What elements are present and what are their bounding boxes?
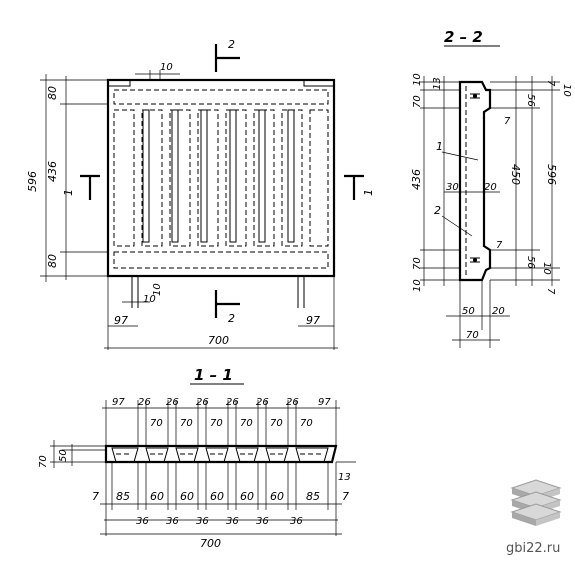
dim-plan-700: 700 (208, 334, 229, 347)
dim-s11-bottom-36-1: 36 (166, 516, 179, 527)
plan-ribs (113, 109, 329, 247)
section-mark-left-label: 1 (62, 189, 75, 196)
dim-s11-top-0: 97 (112, 397, 125, 408)
dim-s22-r-596: 596 (545, 164, 558, 185)
plan-bottom-band (113, 251, 329, 269)
dim-s22-r-450: 450 (509, 164, 522, 185)
dim-s22-r-10-bottom: 10 (541, 262, 552, 275)
dim-s11-top-5: 26 (256, 397, 269, 408)
dim-s22-b-50: 50 (462, 306, 475, 317)
dim-plan-bottom-10a: 10 (143, 294, 156, 305)
dim-s11-bottom-36-4: 36 (256, 516, 269, 527)
dim-s11-bottom-8: 7 (342, 490, 349, 503)
dim-s11-bottom-36-5: 36 (290, 516, 303, 527)
section-1-1-bottom-36: 36 36 36 36 36 36 (136, 516, 303, 527)
plan-outline (106, 78, 336, 278)
dim-plan-left-436: 436 (46, 161, 59, 182)
section-mark-bottom-label: 2 (228, 312, 235, 325)
dim-s11-inner-70-1: 70 (180, 418, 193, 429)
dim-s11-bottom-36-3: 36 (226, 516, 239, 527)
gbi-logo (510, 479, 562, 526)
dim-plan-left-80-bottom: 80 (46, 254, 59, 268)
dim-s22-r-7-bottom: 7 (545, 288, 556, 295)
callout-1: 1 (436, 140, 443, 153)
dim-s22-mid-30: 30 (446, 182, 459, 193)
dim-s22-r-10-top: 10 (561, 84, 572, 97)
section-1-1-bottom-dims: 7 85 60 60 60 60 60 85 7 (92, 490, 349, 503)
dim-s22-r-56-bottom: 56 (525, 256, 536, 269)
dim-s22-r-7-a: 7 (504, 116, 511, 127)
section-1-1-cells (111, 447, 329, 463)
dim-s11-bottom-36-2: 36 (196, 516, 209, 527)
section-mark-right (344, 174, 364, 200)
dim-s11-left-70: 70 (38, 455, 49, 468)
dim-s11-bottom-5: 60 (240, 490, 254, 503)
dim-s11-top-1: 26 (138, 397, 151, 408)
dim-s11-inner-70-5: 70 (300, 418, 313, 429)
dim-s11-top-2: 26 (166, 397, 179, 408)
section-1-1-slab (104, 444, 338, 464)
dim-s22-b-70: 70 (466, 330, 479, 341)
section-mark-top-label: 2 (228, 38, 235, 51)
dim-plan-bottom-97-left: 97 (114, 314, 128, 327)
plan-lug-left (131, 276, 139, 308)
dim-plan-bottom-97-right: 97 (306, 314, 320, 327)
callout-2: 2 (434, 204, 441, 217)
dim-plan-bottom-10b: 10 (152, 283, 163, 296)
dim-s22-l-70-bottom: 70 (412, 257, 423, 270)
plan-view: 10 80 436 596 80 1 1 2 2 10 10 97 97 700 (26, 38, 375, 350)
dim-s11-inner-70-0: 70 (150, 418, 163, 429)
dim-s11-bottom-4: 60 (210, 490, 224, 503)
dim-s22-l-10-bottom: 10 (412, 279, 423, 292)
dim-s11-top-7: 97 (318, 397, 331, 408)
plan-slots (142, 109, 295, 243)
dim-s11-inner-70-2: 70 (210, 418, 223, 429)
watermark: gbi22.ru (506, 541, 560, 556)
dim-s11-bottom-2: 60 (150, 490, 164, 503)
section-2-2: 2 – 2 10 13 70 436 70 10 7 10 56 7 450 5… (410, 28, 572, 348)
section-mark-bottom (214, 290, 240, 318)
plan-notch-left (108, 80, 131, 87)
section-2-2-profile (458, 80, 492, 282)
section-1-1: 1 – 1 97 26 26 26 26 26 26 97 70 70 70 70 70 70 70 5… (38, 366, 356, 550)
dim-s22-r-56-top: 56 (525, 94, 536, 107)
dim-s22-l-70-top: 70 (412, 95, 423, 108)
plan-notch-right (303, 80, 334, 87)
dim-s11-top-4: 26 (226, 397, 239, 408)
section-mark-top (214, 44, 240, 72)
dim-plan-top-10: 10 (160, 62, 173, 73)
dim-s11-bottom-0: 7 (92, 490, 99, 503)
plan-top-band (113, 89, 329, 105)
dim-s11-total-700: 700 (200, 537, 221, 550)
dim-s11-top-6: 26 (286, 397, 299, 408)
section-1-1-title: 1 – 1 (194, 366, 233, 384)
dim-s22-r-7-top: 7 (545, 80, 556, 87)
section-2-2-title: 2 – 2 (444, 28, 483, 46)
section-mark-left (80, 174, 100, 200)
dim-s22-b-20: 20 (492, 306, 505, 317)
dim-s22-mid-20: 20 (484, 182, 497, 193)
dim-plan-left-80-top: 80 (46, 86, 59, 100)
dim-s22-l-436: 436 (410, 169, 423, 190)
dim-s11-bottom-3: 60 (180, 490, 194, 503)
dim-s11-bottom-1: 85 (116, 490, 130, 503)
dim-s22-r-7-b: 7 (496, 240, 503, 251)
dim-s11-inner-70-4: 70 (270, 418, 283, 429)
dim-s11-left-50: 50 (58, 449, 69, 462)
dim-s11-right-13: 13 (338, 472, 351, 483)
section-1-1-inner-70: 70 70 70 70 70 70 (150, 418, 313, 429)
dim-s11-bottom-36-0: 36 (136, 516, 149, 527)
plan-lug-right (297, 276, 305, 308)
dim-s22-l-13: 13 (432, 77, 443, 90)
section-mark-right-label: 1 (362, 189, 375, 196)
dim-s11-bottom-7: 85 (306, 490, 320, 503)
dim-s11-inner-70-3: 70 (240, 418, 253, 429)
dim-s22-l-10-top: 10 (412, 73, 423, 86)
dim-s11-top-3: 26 (196, 397, 209, 408)
section-1-1-top-dims: 97 26 26 26 26 26 26 97 (112, 397, 331, 408)
dim-plan-left-596: 596 (26, 171, 39, 192)
dim-s11-bottom-6: 60 (270, 490, 284, 503)
